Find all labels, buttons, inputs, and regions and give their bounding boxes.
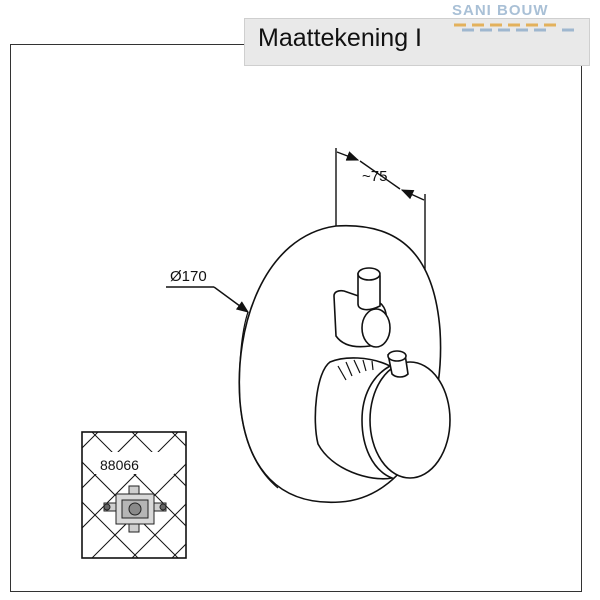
depth-label: ~75 xyxy=(362,168,387,185)
diameter-dimension xyxy=(166,286,250,313)
diameter-label: Ø170 xyxy=(170,268,207,285)
inset-part-box: 88066 xyxy=(81,431,187,559)
depth-arrow-left xyxy=(336,151,360,161)
diverter-handle xyxy=(333,267,391,348)
rosette-plate-edge xyxy=(238,311,279,489)
knob-grip-ridges xyxy=(337,359,374,381)
drawing-title: Maattekening I xyxy=(258,24,422,52)
diverter-handle-top xyxy=(357,267,381,281)
diameter-leader-arrow xyxy=(213,286,250,313)
thermostat-knob-face xyxy=(369,361,451,479)
depth-dimension-line xyxy=(359,160,401,190)
watermark-logo: SANI BOUW xyxy=(452,2,549,19)
inset-label-backdrop xyxy=(94,452,174,474)
thermostat-knob xyxy=(314,350,451,480)
diverter-handle-stem xyxy=(357,273,381,311)
watermark-dashes xyxy=(454,23,574,32)
safety-button xyxy=(387,350,407,362)
concealed-body-icon xyxy=(103,485,167,533)
depth-arrow-right xyxy=(400,189,425,201)
inset-part-number: 88066 xyxy=(100,457,139,473)
diverter-handle-front xyxy=(361,308,391,348)
